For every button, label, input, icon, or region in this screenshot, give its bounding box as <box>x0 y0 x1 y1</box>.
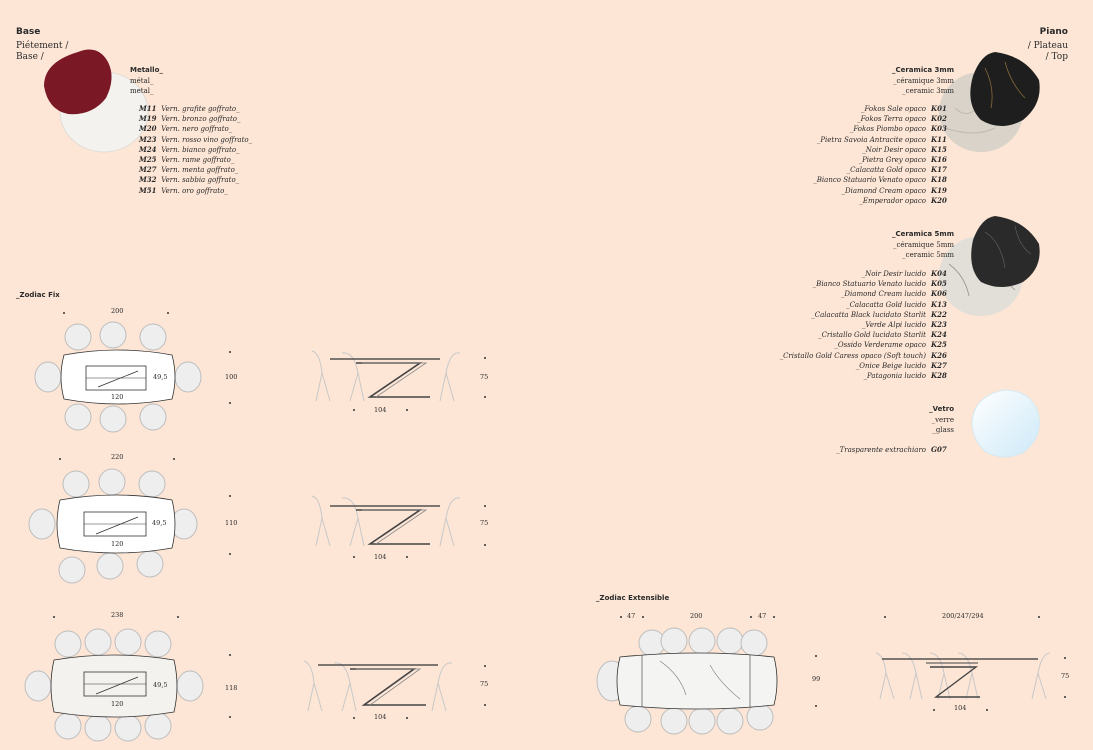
piano-subtitle-fr: / Plateau <box>1027 41 1068 51</box>
dimension-length: 238 <box>111 611 124 619</box>
dimension-length: 200 <box>111 307 124 315</box>
zodiac-ext-title: _Zodiac Extensible <box>596 594 670 602</box>
list-item: M32 Vern. sabbia goffrato_ <box>139 175 240 185</box>
list-item: M25 Vern. rame goffrato_ <box>139 155 235 165</box>
dimension-inner: 120 <box>111 700 124 708</box>
metallo-title: Metallo_ <box>130 66 163 74</box>
zodiac-fix-title: _Zodiac Fix <box>16 291 60 299</box>
dimension-ext-depth: 99 <box>812 675 821 683</box>
base-subtitle-en: Base / <box>16 52 44 62</box>
dimension-height: 75 <box>480 373 489 381</box>
list-item: M11 Vern. grafite goffrato_ <box>139 104 240 113</box>
ceramica-3mm-title: _Ceramica 3mm <box>891 66 954 74</box>
metallo-en: metal_ <box>130 87 154 95</box>
metal-swatches <box>44 49 149 153</box>
list-item: _Cristallo Gold Caress opaco (Soft touch… <box>779 350 947 360</box>
zodiac-fix-200-side-view <box>311 350 461 402</box>
base-title: Base <box>16 27 41 37</box>
zodiac-fix-220-side-view <box>311 495 461 547</box>
list-item: M23 Vern. rosso vino goffrato_ <box>139 134 253 144</box>
ceramica-3mm-swatches <box>939 52 1040 152</box>
dimension-side: 49,5 <box>153 681 168 689</box>
dimension-ext-left: 47 <box>627 612 636 620</box>
dimension-inner: 120 <box>111 393 124 401</box>
dimension-width: 104 <box>374 713 387 721</box>
zodiac-ext-side-view <box>875 652 1051 700</box>
zodiac-fix-220-top-view <box>28 468 198 584</box>
zodiac-fix-238-top-view <box>24 628 204 742</box>
vetro-en: _glass <box>932 426 954 434</box>
zodiac-fix-238-side-view <box>303 660 453 712</box>
vetro-title: _Vetro <box>929 405 954 413</box>
dimension-width: 104 <box>374 553 387 561</box>
piano-title: Piano <box>1039 27 1068 37</box>
ceramica-5mm-en: _ceramic 5mm <box>902 251 954 259</box>
list-item: M51 Vern. oro goffrato_ <box>139 185 228 195</box>
dimension-ext-height: 75 <box>1061 672 1070 680</box>
dimension-width: 104 <box>374 406 387 414</box>
vetro-fr: _verre <box>931 416 954 424</box>
zodiac-fix-200-top-view <box>34 321 202 433</box>
dimension-side: 49,5 <box>153 373 168 381</box>
zodiac-ext-top-view <box>596 627 778 735</box>
ceramica-3mm-en: _ceramic 3mm <box>902 87 954 95</box>
list-item: M19 Vern. bronzo goffrato_ <box>139 114 241 124</box>
dimension-depth: 118 <box>225 684 238 692</box>
dimension-depth: 100 <box>225 373 238 381</box>
dimension-ext-length: 200 <box>690 612 703 620</box>
dimension-inner: 120 <box>111 540 124 548</box>
dimension-ext-width: 104 <box>954 704 967 712</box>
list-item: M27 Vern. menta goffrato_ <box>139 165 239 175</box>
piano-subtitle-en: / Top <box>1045 52 1068 62</box>
dimension-ext-right: 47 <box>758 612 767 620</box>
dimension-height: 75 <box>480 519 489 527</box>
ceramica-5mm-swatches <box>939 216 1040 316</box>
metallo-fr: métal_ <box>130 77 154 85</box>
list-item: M24 Vern. bianco goffrato_ <box>139 144 240 154</box>
dimension-ext-side-length: 200/247/294 <box>942 612 984 620</box>
base-subtitle-fr: Piétement / <box>16 41 69 51</box>
dimension-height: 75 <box>480 680 489 688</box>
ceramica-3mm-fr: _céramique 3mm <box>892 77 954 85</box>
ceramica-5mm-fr: _céramique 5mm <box>892 241 954 249</box>
ceramica-5mm-title: _Ceramica 5mm <box>891 230 954 238</box>
dimension-depth: 110 <box>225 519 238 527</box>
dimension-side: 49,5 <box>152 519 167 527</box>
list-item: M20 Vern. nero goffrato_ <box>139 124 233 134</box>
dimension-length: 220 <box>111 453 124 461</box>
metallo-list: M11 Vern. grafite goffrato_ M19 Vern. br… <box>139 104 252 196</box>
vetro-swatch <box>971 389 1040 458</box>
